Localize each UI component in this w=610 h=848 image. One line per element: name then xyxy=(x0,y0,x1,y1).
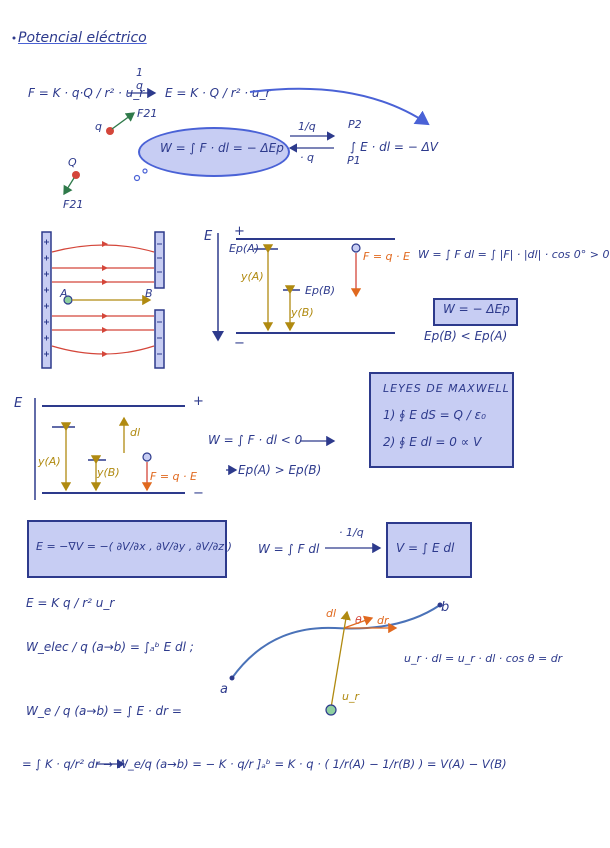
bottom-we: W_e / q (a→b) = ∫ E · dr = xyxy=(26,704,182,718)
ellipse-tail-dot2 xyxy=(142,168,148,174)
work-arrow-bottom: · q xyxy=(300,151,314,164)
energy1-force: F = q · E xyxy=(363,250,410,263)
curve-ur-label: u_r xyxy=(342,690,359,703)
force-f12-arrow xyxy=(111,112,136,130)
energy1-epA: Ep(A) xyxy=(229,242,260,255)
f21-label: F21 xyxy=(63,198,84,211)
charge-Q xyxy=(72,171,80,179)
energy2-test-charge xyxy=(142,452,152,462)
energy2-plus: + xyxy=(193,394,204,409)
gradient-work: W = ∫ F dl xyxy=(258,542,320,556)
energy1-axis-label: E xyxy=(204,229,213,244)
curve-b-label: b xyxy=(441,600,450,615)
q-small-label: q xyxy=(95,120,102,133)
energy2-result: Ep(A) > Ep(B) xyxy=(238,463,322,477)
positive-plate xyxy=(41,231,52,369)
energy2-work-equation: W = ∫ F · dl < 0 xyxy=(208,433,303,447)
energy1-work-box xyxy=(433,298,518,326)
energy2-axis-label: E xyxy=(14,396,23,411)
energy2-dl: dl xyxy=(130,426,141,439)
curve-dl2-label: dr xyxy=(377,614,389,627)
curve-theta-label: θ xyxy=(355,614,362,627)
force-f21-arrow xyxy=(63,177,75,196)
energy1-yA: y(A) xyxy=(241,270,264,283)
gradient-box xyxy=(27,520,227,578)
force-equation: F = K · q·Q / r² · u_r xyxy=(28,86,145,100)
field-equation: E = K · Q / r² · u_r xyxy=(165,86,271,100)
maxwell-law1: 1) ∮ E dS = Q / ε₀ xyxy=(383,408,486,422)
arrow-label-top: 1 xyxy=(136,66,143,79)
maxwell-law2: 2) ∮ E dl = 0 ∝ V xyxy=(383,435,482,449)
curve-dl-label: dl xyxy=(326,607,337,620)
Q-big-label: Q xyxy=(68,156,77,169)
energy2-yA: y(A) xyxy=(38,455,61,468)
curve-point-b xyxy=(437,602,443,608)
f12-label: F21 xyxy=(137,107,158,120)
test-charge-a xyxy=(63,295,73,305)
arrow-label-bottom: q xyxy=(136,79,143,92)
potential-box xyxy=(386,522,472,578)
energy1-plus: + xyxy=(234,224,245,239)
curve-point-a xyxy=(229,675,235,681)
curved-arrow-to-potential xyxy=(249,87,430,126)
work-arrow-top: 1/q xyxy=(298,120,316,133)
limit-bottom: P1 xyxy=(347,154,361,167)
energy2-minus: − xyxy=(193,486,204,501)
point-b-label: B xyxy=(145,287,153,300)
gradient-arrow-label: · 1/q xyxy=(339,526,364,539)
energy1-work-equation: W = ∫ F dl = ∫ |F| · |dl| · cos 0° > 0 xyxy=(418,248,610,261)
energy1-test-charge xyxy=(351,243,361,253)
energy1-epB: Ep(B) xyxy=(305,284,336,297)
dot-product-equation: u_r · dl = u_r · dl · cos θ = dr xyxy=(404,652,563,665)
energy1-work-box-text: W = − ΔEp xyxy=(443,302,510,316)
work-equation: W = ∫ F · dl = − ΔEp xyxy=(160,141,284,155)
path-curve xyxy=(231,604,441,679)
page-title: Potencial eléctrico xyxy=(18,30,147,46)
ellipse-tail-dot1 xyxy=(133,174,141,182)
maxwell-title: LEYES DE MAXWELL xyxy=(383,382,510,395)
energy1-yB: y(B) xyxy=(291,306,314,319)
positive-plate-signs xyxy=(44,239,49,357)
curve-a-label: a xyxy=(220,682,228,697)
bottom-field-equation: E = K q / r² u_r xyxy=(26,596,115,610)
point-a-label: A xyxy=(60,287,68,300)
negative-plate-bottom xyxy=(154,309,165,369)
maxwell-box xyxy=(369,372,514,468)
curve-source-charge xyxy=(325,704,337,716)
bottom-final-equation: = ∫ K · q/r² dr → W_e/q (a→b) = − K · q/… xyxy=(22,757,507,771)
curve-ur-line xyxy=(330,610,351,709)
gradient-equation: E = −∇V = −( ∂V/∂x , ∂V/∂y , ∂V/∂z ) xyxy=(36,540,232,553)
negative-plate-signs xyxy=(157,243,162,355)
title-bullet xyxy=(12,36,16,40)
energy1-minus: − xyxy=(234,336,245,351)
potential-box-text: V = ∫ E dl xyxy=(396,541,455,555)
work-ellipse xyxy=(138,127,290,177)
bottom-welec: W_elec / q (a→b) = ∫ₐᵇ E dl ; xyxy=(26,640,194,654)
curve-dl-arrow xyxy=(343,615,374,629)
negative-plate-top xyxy=(154,231,165,289)
limit-top: P2 xyxy=(348,118,362,131)
energy2-yB: y(B) xyxy=(97,466,120,479)
energy1-inequality: Ep(B) < Ep(A) xyxy=(424,329,508,343)
potential-equation: ∫ E · dl = − ΔV xyxy=(350,140,439,154)
field-line-arrowheads xyxy=(102,241,108,357)
energy2-force: F = q · E xyxy=(150,470,197,483)
